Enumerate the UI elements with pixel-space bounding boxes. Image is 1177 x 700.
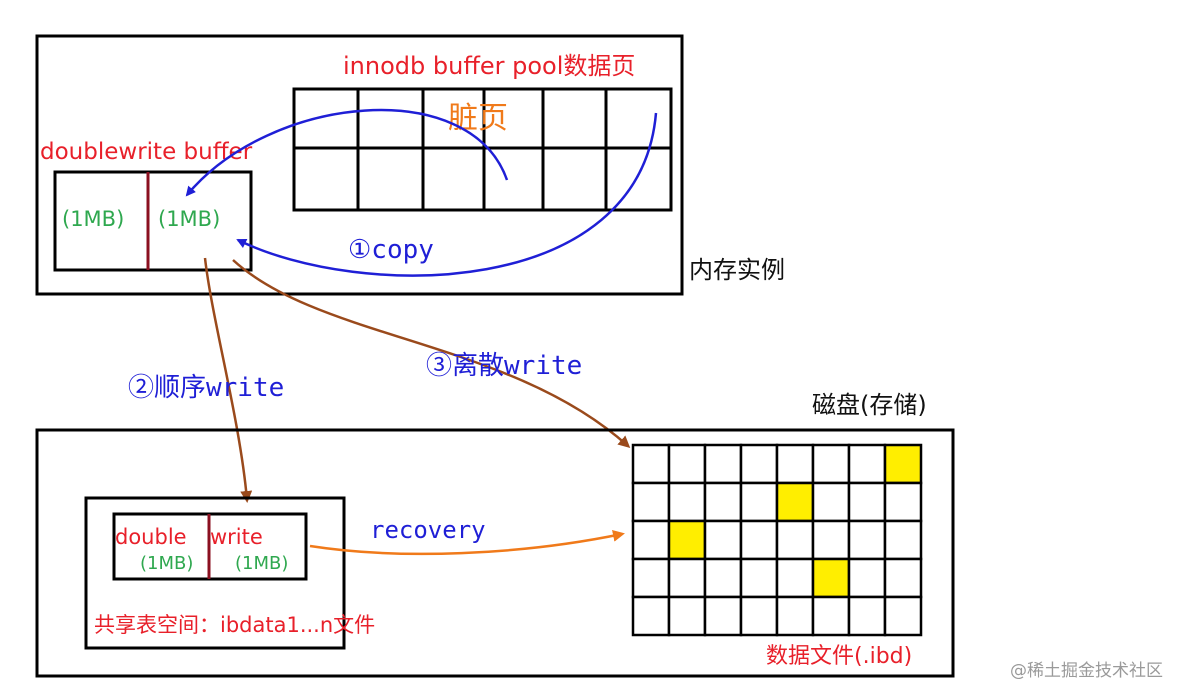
data-page — [811, 595, 851, 637]
data-page — [703, 481, 743, 523]
data-page — [631, 519, 671, 561]
dirty-page-label: 脏页 — [448, 101, 508, 136]
dirty-data-page — [667, 519, 707, 561]
data-page — [631, 481, 671, 523]
shared-tablespace-label: 共享表空间：ibdata1...n文件 — [94, 613, 375, 637]
data-page — [811, 481, 851, 523]
shared-right-size: (1MB) — [235, 553, 288, 574]
data-page — [847, 595, 887, 637]
scatter-write-label: ③离散write — [426, 351, 582, 381]
doublewrite-buffer-box — [53, 170, 253, 272]
copy-label: ①copy — [348, 235, 434, 265]
data-page — [883, 557, 923, 599]
data-page — [883, 481, 923, 523]
data-page — [775, 557, 815, 599]
dirty-data-page — [811, 557, 851, 599]
data-page — [703, 443, 743, 485]
dw-buffer-left-size: (1MB) — [62, 207, 124, 231]
shared-left-size: (1MB) — [140, 553, 193, 574]
data-page — [811, 519, 851, 561]
data-page — [631, 595, 671, 637]
data-page — [667, 595, 707, 637]
dirty-data-page — [775, 481, 815, 523]
dw-buffer-right-size: (1MB) — [158, 207, 220, 231]
data-page — [811, 443, 851, 485]
watermark: @稀土掘金技术社区 — [1010, 661, 1163, 681]
data-page — [631, 443, 671, 485]
data-page — [631, 557, 671, 599]
memory-instance-box — [35, 34, 684, 296]
data-page — [667, 557, 707, 599]
shared-dw-left-label: double — [115, 525, 187, 549]
data-page — [775, 595, 815, 637]
data-page — [883, 519, 923, 561]
data-page — [739, 557, 779, 599]
data-page — [775, 519, 815, 561]
data-page — [775, 443, 815, 485]
data-page — [847, 443, 887, 485]
disk-label: 磁盘(存储) — [812, 391, 927, 419]
sequential-write-label: ②顺序write — [128, 373, 284, 403]
data-page — [739, 443, 779, 485]
data-file-grid — [631, 443, 923, 637]
data-file-label: 数据文件(.ibd) — [766, 644, 912, 669]
copy-arrow-buffer-pool — [236, 112, 658, 277]
dirty-data-page — [883, 443, 923, 485]
recovery-label: recovery — [370, 516, 486, 544]
disk-box — [35, 428, 955, 678]
shared-tablespace-box — [84, 496, 346, 650]
data-page — [667, 481, 707, 523]
buffer-pool-label: innodb buffer pool数据页 — [343, 52, 635, 80]
data-page — [847, 481, 887, 523]
copy-arrow-dirty-page — [185, 108, 509, 197]
data-page — [739, 481, 779, 523]
shared-dw-right-label: write — [210, 525, 263, 549]
data-page — [739, 595, 779, 637]
recovery-arrow — [309, 529, 625, 556]
data-page — [883, 595, 923, 637]
data-page — [703, 519, 743, 561]
scatter-write-arrow — [232, 259, 631, 449]
data-page — [703, 557, 743, 599]
buffer-pool-grid — [292, 87, 673, 212]
sequential-write-arrow — [203, 257, 253, 503]
data-page — [703, 595, 743, 637]
data-page — [847, 519, 887, 561]
data-page — [667, 443, 707, 485]
data-page — [739, 519, 779, 561]
memory-instance-label: 内存实例 — [689, 256, 785, 284]
data-page — [847, 557, 887, 599]
doublewrite-buffer-label: doublewrite buffer — [40, 139, 253, 165]
